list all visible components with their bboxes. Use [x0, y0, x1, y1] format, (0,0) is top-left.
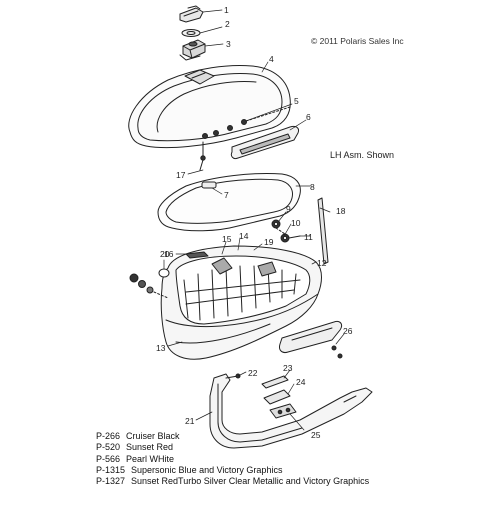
callout-13: 13	[156, 343, 166, 353]
callout-19: 19	[264, 237, 274, 247]
callout-22: 22	[248, 368, 258, 378]
side-fasteners	[129, 273, 169, 299]
callout-7: 7	[224, 190, 229, 200]
copyright-text: © 2011 Polaris Sales Inc	[311, 36, 404, 46]
part-24-bracket	[263, 389, 291, 405]
legend-description: Pearl WHite	[126, 453, 175, 464]
callout-16: 16	[164, 249, 174, 259]
legend-row: P-266 Cruiser Black	[96, 431, 496, 442]
part-2-washer	[181, 29, 201, 37]
paint-code-legend: P-266 Cruiser Black P-520 Sunset Red P-5…	[96, 431, 496, 487]
part-8-seal-liner	[157, 173, 301, 232]
callout-21: 21	[185, 416, 195, 426]
legend-row: P-566 Pearl WHite	[96, 454, 496, 465]
part-9-10-11-hinge-bushings	[271, 219, 301, 243]
legend-description: Cruiser Black	[126, 431, 180, 441]
part-6-trim-plate	[230, 125, 299, 159]
callout-26: 26	[343, 326, 353, 336]
callout-4: 4	[269, 54, 274, 64]
callout-11: 11	[304, 232, 313, 242]
part-5-screws	[202, 106, 291, 139]
callout-6: 6	[306, 112, 311, 122]
callout-8: 8	[310, 182, 315, 192]
legend-description: Sunset RedTurbo Silver Clear Metallic an…	[131, 476, 370, 487]
part-17-screw	[199, 141, 206, 171]
callout-10: 10	[291, 218, 301, 228]
callout-25: 25	[311, 430, 321, 440]
legend-row: P-1315 Supersonic Blue and Victory Graph…	[96, 465, 496, 476]
callout-14: 14	[239, 231, 249, 241]
callout-5: 5	[294, 96, 299, 106]
legend-description: Supersonic Blue and Victory Graphics	[131, 464, 283, 475]
callout-2: 2	[225, 19, 230, 29]
legend-code: P-566	[96, 453, 121, 464]
callout-15: 15	[222, 234, 232, 244]
callout-1: 1	[224, 5, 229, 15]
legend-code: P-266	[96, 431, 121, 441]
callout-9: 9	[286, 204, 291, 214]
part-21-mounting-bracket	[209, 373, 373, 449]
legend-code: P-1327	[96, 476, 126, 487]
callout-24: 24	[296, 377, 306, 387]
part-25-fasteners	[269, 403, 297, 419]
callout-20: 20	[160, 249, 170, 259]
legend-description: Sunset Red	[126, 442, 174, 453]
legend-row: P-1327 Sunset RedTurbo Silver Clear Meta…	[96, 476, 496, 487]
callout-3: 3	[226, 39, 231, 49]
legend-code: P-520	[96, 442, 121, 453]
part-1-latch-handle	[179, 5, 204, 23]
part-4-lid	[128, 65, 291, 149]
part-23-bracket	[261, 375, 289, 389]
part-26-rear-trim	[279, 321, 343, 359]
legend-row: P-520 Sunset Red	[96, 442, 496, 453]
part-16-fastener	[185, 251, 209, 259]
callout-17: 17	[176, 170, 186, 180]
assembly-note: LH Asm. Shown	[330, 150, 395, 160]
leader-lines	[163, 9, 345, 431]
callout-12: 12	[317, 258, 327, 268]
callout-23: 23	[283, 363, 293, 373]
part-20-plug	[158, 268, 170, 278]
part-12-saddlebag-body	[160, 245, 322, 360]
legend-code: P-1315	[96, 464, 126, 475]
callout-18: 18	[336, 206, 346, 216]
part-18-prop-rod	[317, 197, 329, 265]
part-3-lock-assembly	[179, 39, 206, 61]
